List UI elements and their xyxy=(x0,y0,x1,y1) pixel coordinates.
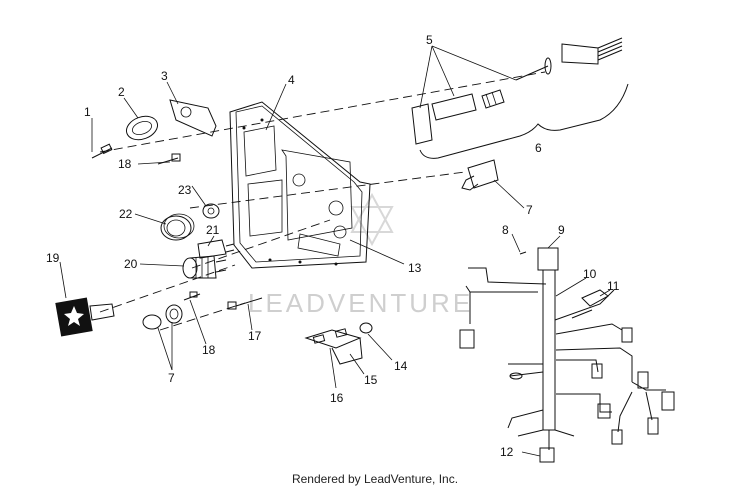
part-19-key xyxy=(55,297,115,337)
label-4: 4 xyxy=(288,73,295,87)
label-5: 5 xyxy=(426,33,433,47)
label-23: 23 xyxy=(178,183,192,197)
label-11: 11 xyxy=(607,279,620,293)
part-7-lower-bezel xyxy=(142,304,183,330)
part-3-bracket xyxy=(169,99,217,137)
wiring-plug xyxy=(561,37,623,65)
label-18-lower: 18 xyxy=(202,343,216,357)
dashboard-panel xyxy=(229,101,371,269)
label-18-upper: 18 xyxy=(118,157,132,171)
part-20-ignition-switch xyxy=(182,255,227,279)
part-2-bezel xyxy=(126,115,158,141)
assembly-guide-lines xyxy=(99,71,546,331)
part-labels: 1 2 3 4 5 6 7 7 8 9 10 11 12 13 14 15 16… xyxy=(46,33,620,459)
part-5-switch-components xyxy=(411,57,552,145)
label-8: 8 xyxy=(502,223,509,237)
leader-lines xyxy=(59,45,611,457)
assembly-6-bracket-line xyxy=(419,83,629,159)
part-1-screw xyxy=(91,143,113,159)
part-18-screw-lower xyxy=(183,291,201,301)
watermark: LEADVENTURE xyxy=(248,192,473,318)
label-19: 19 xyxy=(46,251,60,265)
label-13: 13 xyxy=(408,261,422,275)
label-22: 22 xyxy=(119,207,133,221)
watermark-text: LEADVENTURE xyxy=(248,288,473,318)
label-2: 2 xyxy=(118,85,125,99)
part-23-washer xyxy=(202,203,220,219)
part-22-nut xyxy=(160,213,195,241)
footer-credit: Rendered by LeadVenture, Inc. xyxy=(291,472,459,486)
label-15: 15 xyxy=(364,373,378,387)
label-1: 1 xyxy=(84,105,91,119)
part-7-toggle-switch xyxy=(461,159,499,191)
label-9: 9 xyxy=(558,223,565,237)
label-7-bezel: 7 xyxy=(168,371,175,385)
label-16: 16 xyxy=(330,391,344,405)
label-7-toggle: 7 xyxy=(526,203,533,217)
label-21: 21 xyxy=(206,223,220,237)
part-18-screw-upper xyxy=(157,153,181,165)
wiring-harness xyxy=(459,247,675,463)
label-6: 6 xyxy=(535,141,542,155)
part-15-16-bracket xyxy=(304,328,363,365)
label-10: 10 xyxy=(583,267,597,281)
label-20: 20 xyxy=(124,257,138,271)
part-14-nut xyxy=(359,322,373,334)
part-17-bolt xyxy=(227,297,263,310)
part-21-connector xyxy=(197,239,235,259)
label-3: 3 xyxy=(161,69,168,83)
label-12: 12 xyxy=(500,445,514,459)
label-14: 14 xyxy=(394,359,408,373)
label-17: 17 xyxy=(248,329,262,343)
